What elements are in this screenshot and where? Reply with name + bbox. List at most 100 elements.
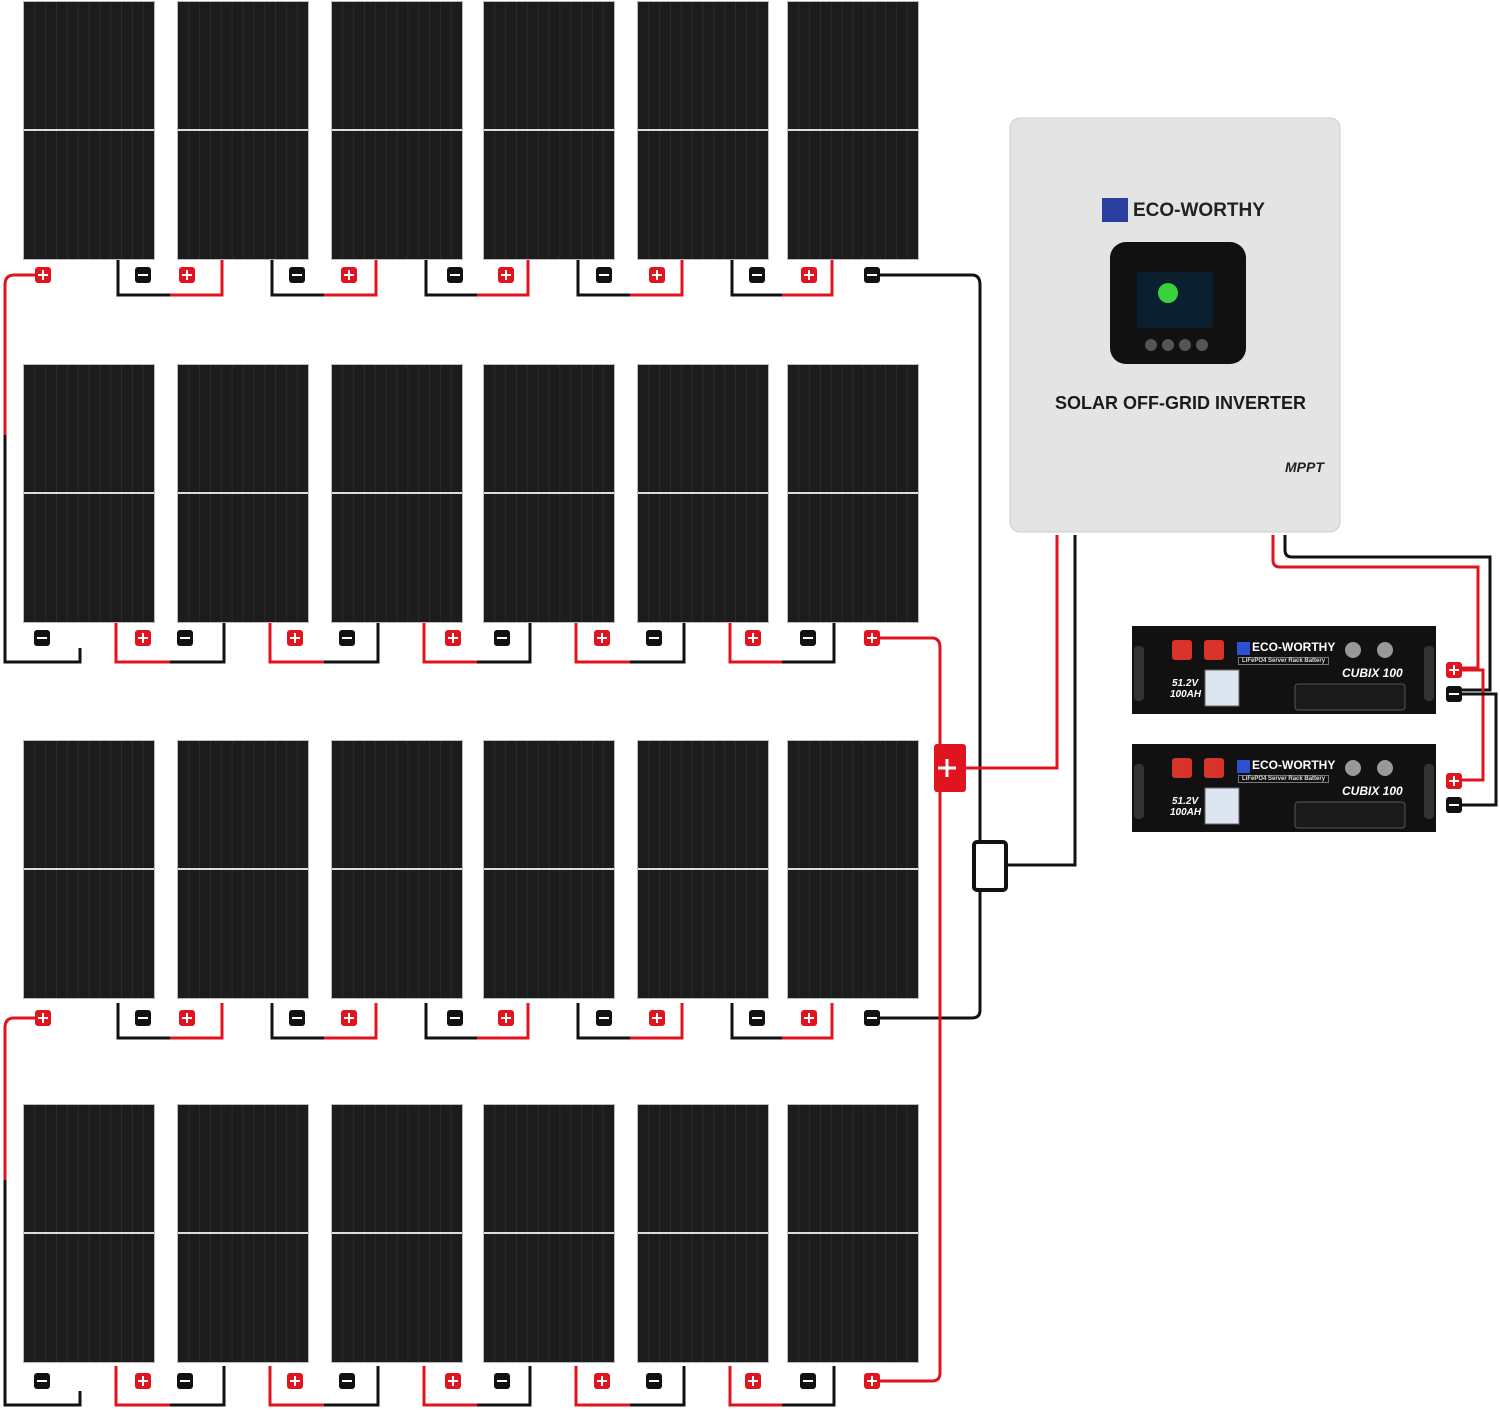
positive-wire [477,260,530,297]
battery-model: CUBIX 100 [1342,666,1403,680]
positive-terminal-icon [445,1373,461,1389]
positive-wire [422,1366,477,1407]
battery-subtitle: LiFePO4 Server Rack Battery [1238,775,1330,783]
positive-wire [324,1003,378,1040]
solar-panel [23,364,155,623]
inverter-brand: ECO-WORTHY [1133,200,1265,221]
negative-terminal-icon [864,1010,880,1026]
negative-wire [730,260,782,297]
battery-negative-terminal-icon [1345,760,1361,776]
positive-wire [630,260,684,297]
battery-capacity: 100AH [1170,689,1202,700]
battery-breaker [1204,787,1240,825]
positive-wire [3,273,35,435]
negative-terminal-icon [177,1373,193,1389]
positive-wire [324,260,378,297]
solar-panel [23,1,155,260]
negative-wire [1005,535,1077,867]
negative-terminal-icon [1446,797,1462,813]
battery-port-panel [1294,683,1406,711]
negative-wire [424,260,477,297]
eco-worthy-logo-icon [1237,642,1250,655]
negative-terminal-icon [596,267,612,283]
negative-terminal-icon [1446,686,1462,702]
negative-terminal-icon [447,267,463,283]
solar-panel [331,740,463,999]
negative-wire [782,1366,836,1407]
battery-positive-terminal-icon [1172,758,1192,778]
negative-wire [424,1003,477,1040]
solar-panel [637,1,769,260]
negative-wire [576,260,630,297]
positive-wire [1271,535,1480,670]
positive-wire [422,623,477,664]
battery-port-panel [1294,801,1406,829]
solar-panel [23,1104,155,1363]
negative-wire [270,260,324,297]
negative-branch-connector [972,840,1008,892]
battery-negative-terminal-icon [1377,760,1393,776]
battery-brand: ECO-WORTHY [1252,758,1336,772]
negative-terminal-icon [177,630,193,646]
negative-wire [324,623,380,664]
negative-wire [270,1003,324,1040]
negative-wire [630,623,686,664]
positive-terminal-icon [594,630,610,646]
negative-terminal-icon [800,630,816,646]
negative-terminal-icon [34,1373,50,1389]
negative-terminal-icon [749,267,765,283]
negative-terminal-icon [135,267,151,283]
battery-capacity: 100AH [1170,807,1202,818]
positive-terminal-icon [1446,773,1462,789]
positive-terminal-icon [35,267,51,283]
eco-worthy-logo-icon [1102,198,1128,222]
negative-terminal-icon [339,1373,355,1389]
inverter-button[interactable] [1179,339,1191,351]
negative-terminal-icon [135,1010,151,1026]
negative-terminal-icon [646,630,662,646]
inverter-button[interactable] [1162,339,1174,351]
positive-wire [574,623,630,664]
negative-terminal-icon [34,630,50,646]
negative-wire [477,1366,532,1407]
negative-wire [576,1003,630,1040]
positive-wire [1462,668,1485,782]
positive-terminal-icon [287,630,303,646]
inverter-button[interactable] [1196,339,1208,351]
mppt-badge: MPPT [1285,459,1324,475]
inverter-title: SOLAR OFF-GRID INVERTER [1055,393,1306,413]
negative-wire [477,623,532,664]
solar-panel [637,364,769,623]
solar-panel [331,1104,463,1363]
solar-panel [483,364,615,623]
positive-wire [574,1366,630,1407]
solar-panel [23,740,155,999]
negative-wire [730,1003,782,1040]
positive-terminal-icon [498,1010,514,1026]
battery-negative-terminal-icon [1377,642,1393,658]
negative-terminal-icon [339,630,355,646]
battery-voltage: 51.2V [1172,678,1199,689]
positive-terminal-icon [287,1373,303,1389]
positive-terminal-icon [35,1010,51,1026]
negative-wire [1462,692,1498,807]
solar-panel [483,740,615,999]
negative-wire [880,273,982,1020]
battery-positive-terminal-icon [1204,758,1224,778]
negative-terminal-icon [800,1373,816,1389]
positive-terminal-icon [341,267,357,283]
positive-terminal-icon [745,630,761,646]
battery-positive-terminal-icon [1204,640,1224,660]
positive-wire [114,1366,170,1407]
positive-wire [477,1003,530,1040]
negative-terminal-icon [596,1010,612,1026]
solar-panel [483,1,615,260]
negative-wire [1283,535,1492,692]
inverter-button[interactable] [1145,339,1157,351]
negative-wire [3,1180,82,1407]
positive-terminal-icon [594,1373,610,1389]
eco-worthy-logo-icon [1237,760,1250,773]
negative-wire [116,1003,170,1040]
solar-panel [483,1104,615,1363]
battery-breaker [1204,669,1240,707]
